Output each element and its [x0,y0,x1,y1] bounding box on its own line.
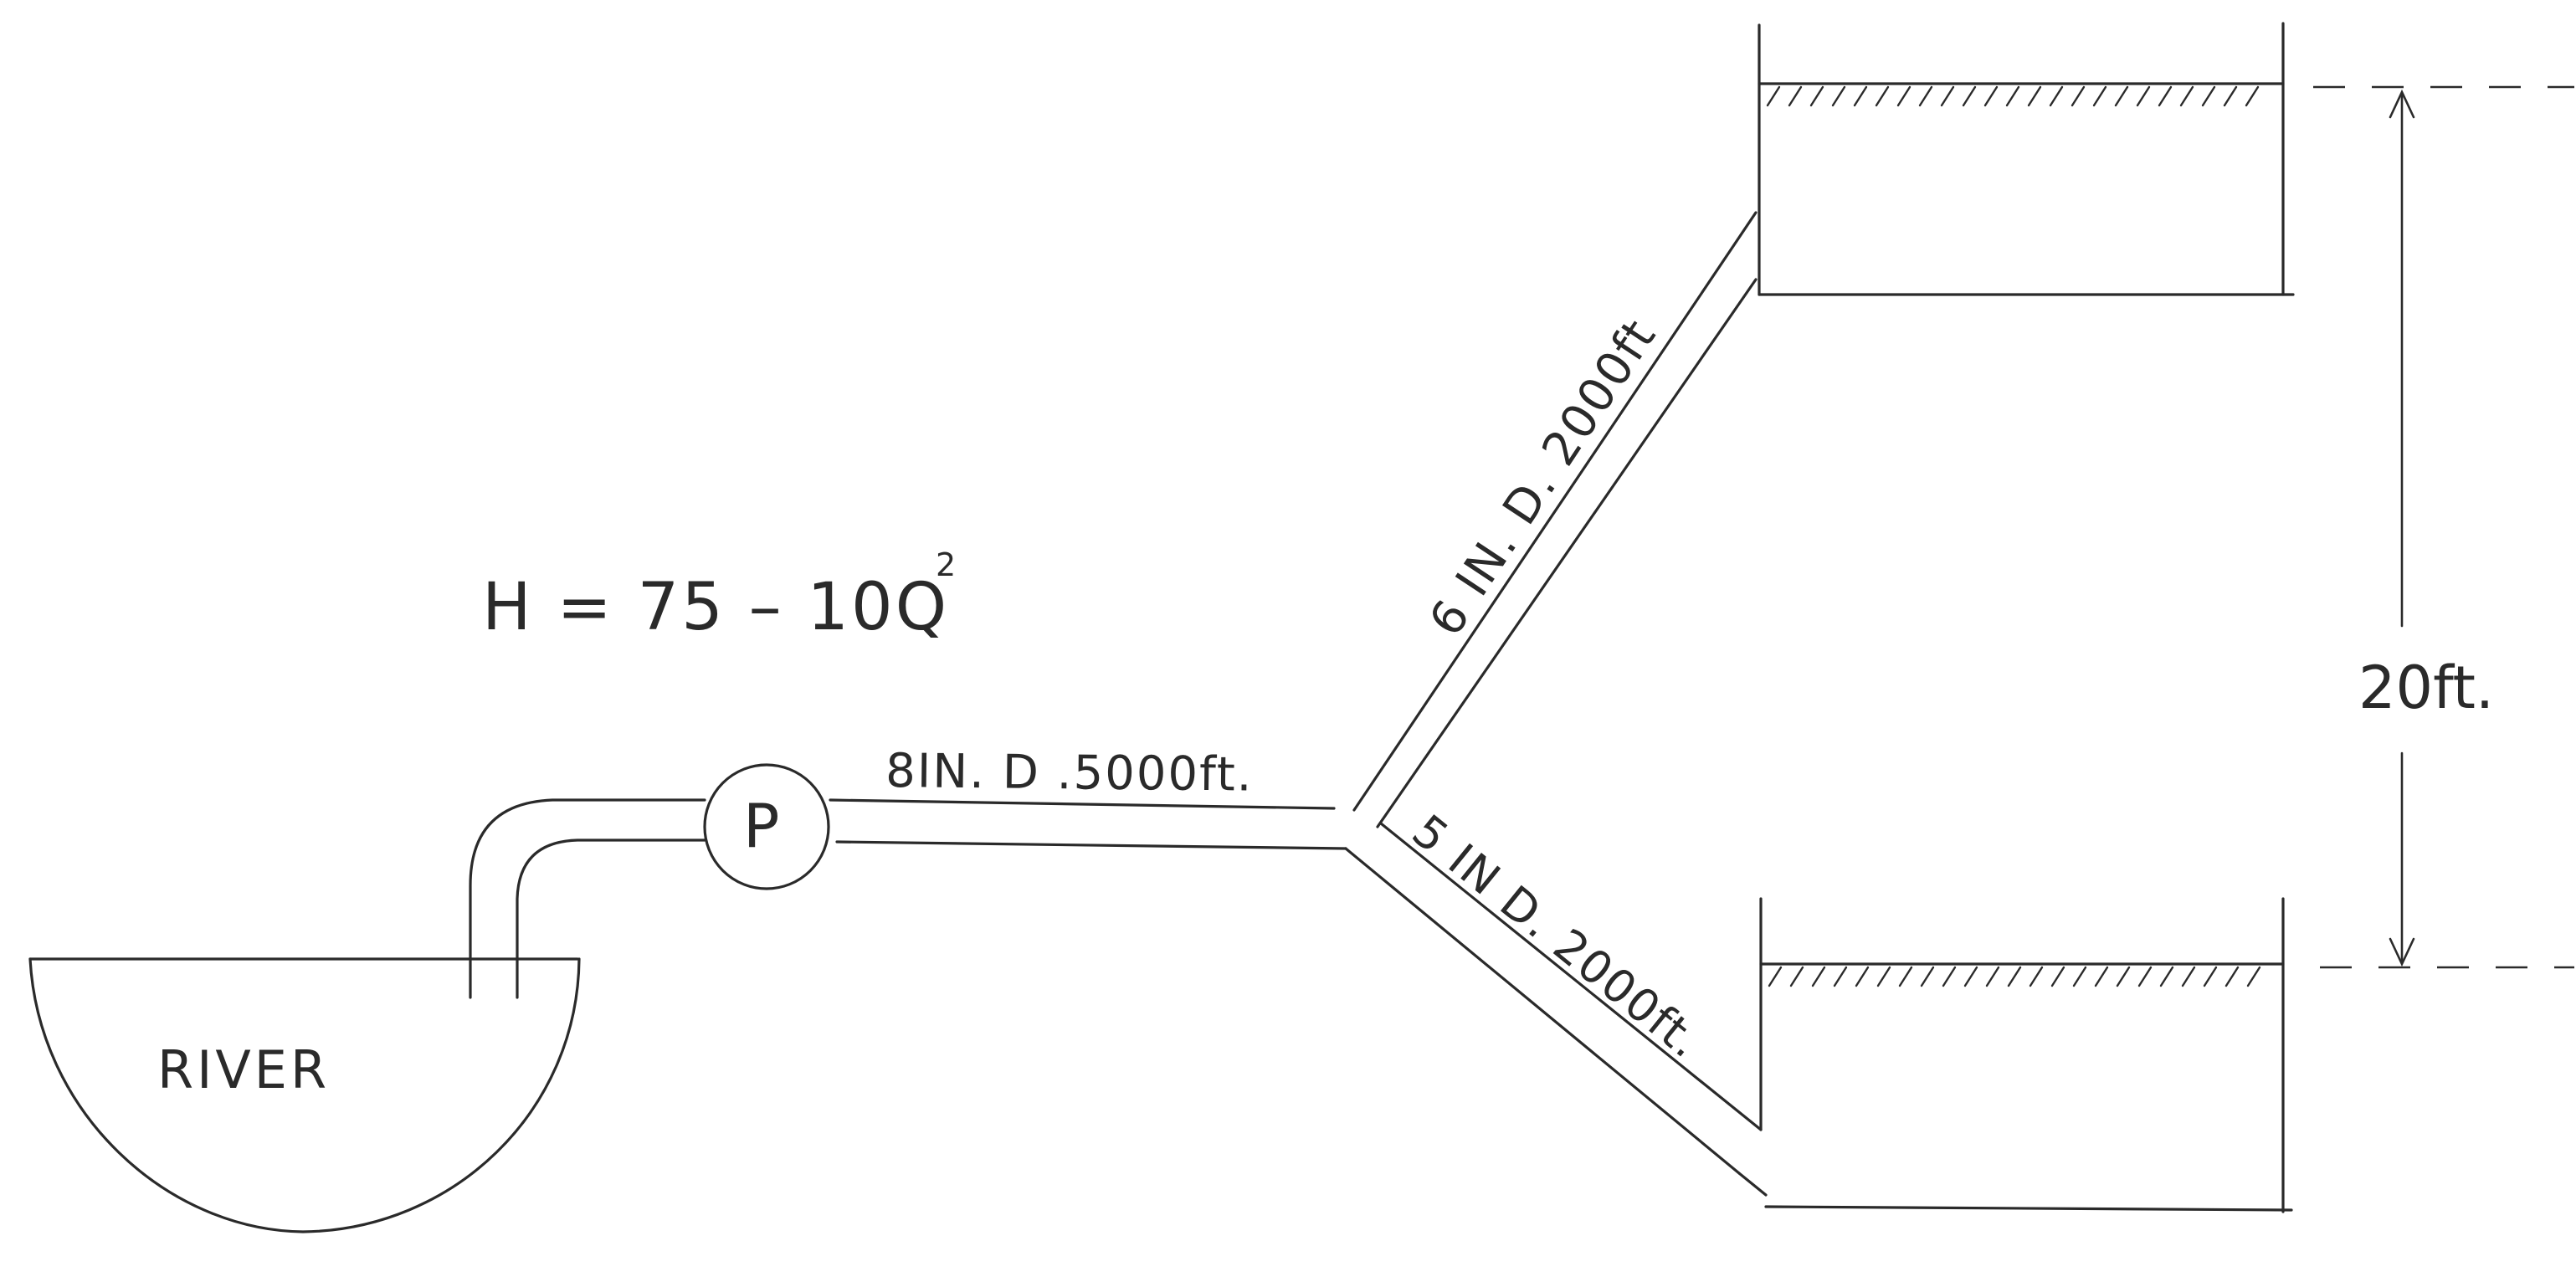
hatch-mark [2137,966,2153,987]
hatch-mark [2136,85,2151,107]
hatch-mark [2007,966,2022,987]
hatch-mark [1809,85,1824,107]
pump-curve-label: H = 75 – 10Q [482,570,949,645]
elevation-label: 20ft. [2358,654,2494,722]
hatch-mark [2071,85,2086,107]
pump-curve-exponent: 2 [936,546,956,583]
hatch-mark [2179,85,2194,107]
hatch-mark [2246,966,2261,987]
lower-pipe-label: 5 IN D. 2000ft. [1403,804,1712,1069]
hatch-mark [1833,966,1848,987]
hatch-mark [1942,966,1957,987]
hatch-mark [1920,966,1935,987]
hatch-mark [2050,966,2065,987]
upper-pipe-label: 6 IN. D. 2000ft [1419,309,1667,645]
hatch-mark [1768,966,1783,987]
hatch-mark [2092,85,2107,107]
hatch-mark [2029,966,2044,987]
river-bed [28,957,581,1233]
hatch-mark [1855,966,1870,987]
hatch-mark [1983,85,1999,107]
upper-reservoir [1758,22,2295,296]
hatch-mark [1896,85,1911,107]
pump-label: P [743,791,779,861]
lower-surface-hatching [1768,966,2261,987]
hatch-mark [2049,85,2064,107]
hatch-mark [1876,966,1891,987]
hatch-mark [1963,966,1978,987]
hatch-mark [1875,85,1890,107]
hatch-mark [1811,966,1826,987]
hatch-mark [1853,85,1868,107]
main-pipe-label: 8IN. D .5000ft. [885,744,1254,803]
lower-reservoir [1759,897,2293,1213]
suction-pipe-outer-wall [469,798,706,999]
hatch-mark [1766,85,1781,107]
hatch-mark [1985,966,2000,987]
hatch-mark [2181,966,2196,987]
pump-circle [703,763,830,890]
hatch-mark [2224,966,2240,987]
main-pipe-top-wall [829,798,1336,810]
lower-pipe-end [1737,1172,1768,1197]
hatch-mark [1918,85,1933,107]
main-pipe: 8IN. D .5000ft. [829,744,1347,850]
hatch-mark [2094,966,2109,987]
upper-pipe-inner-wall [1376,278,1758,828]
hatch-mark [1831,85,1846,107]
hatch-mark [2201,85,2216,107]
hatch-mark [2159,966,2174,987]
hatch-mark [2223,85,2238,107]
hatch-mark [1789,966,1804,987]
suction-pipe [469,798,706,999]
hatch-mark [1788,85,1803,107]
hatch-mark [2114,85,2129,107]
hatch-mark [2245,85,2260,107]
upper-pipe-outer-wall [1352,211,1758,812]
lower-branch-pipe: 5 IN D. 2000ft. [1344,804,1768,1197]
main-pipe-bottom-wall [835,840,1347,850]
pump: P [703,763,830,890]
river-label: RIVER [157,1039,330,1100]
arrow-down-icon [2389,937,2415,967]
hatch-mark [2116,966,2131,987]
pump-curve-equation: H = 75 – 10Q 2 [482,546,956,645]
hatch-mark [1898,966,1913,987]
elevation-dimension: 20ft. [2313,85,2574,969]
hatch-mark [2027,85,2042,107]
hatch-mark [2203,966,2218,987]
lower-pipe-bottom-wall [1344,847,1741,1175]
upper-branch-pipe: 6 IN. D. 2000ft [1352,211,1758,828]
lower-pipe-top-wall [1379,822,1763,1131]
upper-surface-hatching [1766,85,2260,107]
suction-pipe-inner-wall [516,838,706,999]
hatch-mark [1962,85,1977,107]
river-basin: RIVER [28,957,581,1233]
hatch-mark [2072,966,2087,987]
lower-reservoir-bottom [1764,1205,2293,1212]
hatch-mark [1940,85,1955,107]
hatch-mark [2158,85,2173,107]
arrow-up-icon [2389,89,2415,119]
hatch-mark [2005,85,2020,107]
